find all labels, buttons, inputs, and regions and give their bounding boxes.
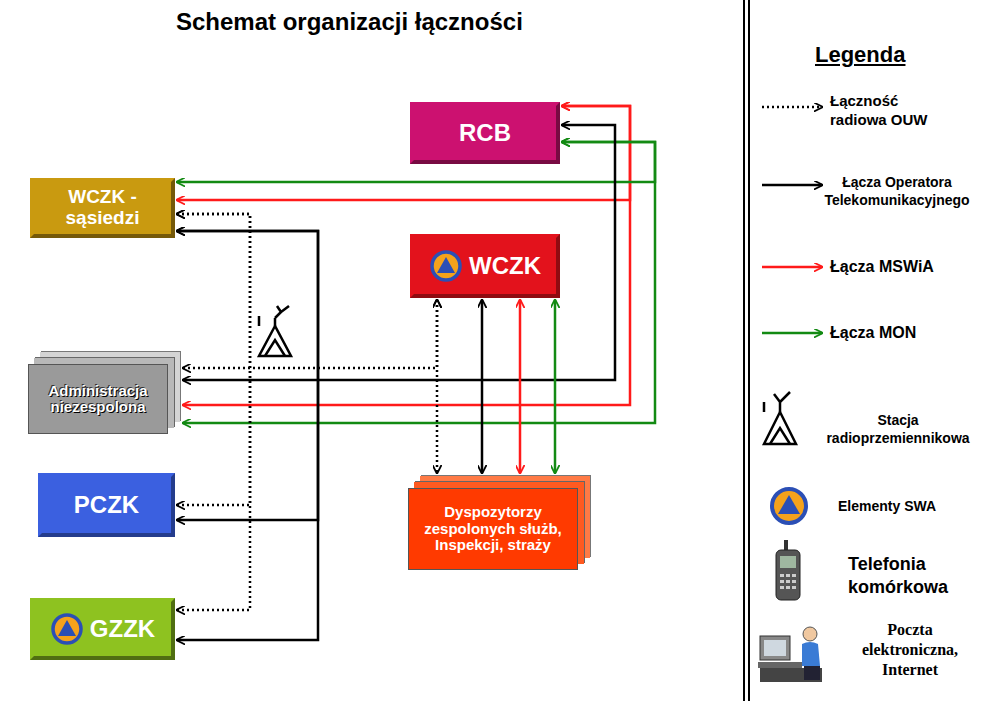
legend-text: Elementy SWA [838, 498, 978, 516]
box-label: GZZK [90, 616, 155, 642]
legend-line-sample [762, 266, 822, 269]
separator-line [748, 0, 750, 701]
antenna-symbol [259, 306, 291, 356]
legend-text: Łącza Operatora Telekomunikacyjnego [812, 174, 982, 209]
swa-icon [429, 249, 463, 283]
box-label: RCB [459, 120, 511, 146]
link-connector [177, 231, 318, 520]
administration-box: Administracja niezespolona [28, 364, 168, 434]
neighbour-box: WCZK -sąsiedzi [30, 178, 175, 238]
dispatcher-box: Dyspozytorzy zespolonych służb, Inspekcj… [408, 488, 578, 570]
antenna-symbol [764, 392, 796, 444]
legend-line-sample [762, 106, 822, 109]
legend-text: Stacja radioprzemiennikowa [818, 412, 978, 447]
legend-line-sample [762, 184, 822, 187]
computer-icon [758, 627, 822, 682]
link-connector [177, 214, 250, 610]
link-connector [177, 214, 250, 505]
link-connector [519, 300, 522, 473]
rcb-box: RCB [410, 102, 560, 164]
phone-icon [776, 540, 800, 600]
legend-text: Łącza MSWiA [830, 257, 980, 277]
legend-text: Łączność radiowa OUW [830, 92, 940, 130]
wczk-box: WCZK [410, 234, 560, 298]
box-label: WCZK [469, 253, 541, 279]
gzzk-box: GZZK [30, 598, 175, 660]
link-connector [177, 106, 630, 200]
diagram-title: Schemat organizacji łączności [176, 8, 523, 36]
link-connector [481, 300, 484, 473]
legend-text: Telefonia komórkowa [848, 553, 958, 598]
legend-text: Poczta elektroniczna, Internet [845, 620, 975, 680]
legend-text: Łącza MON [830, 323, 980, 343]
legend-line-sample [762, 332, 822, 335]
legend-heading: Legenda [815, 42, 905, 68]
separator-line [743, 0, 745, 701]
box-label: PCZK [74, 492, 139, 518]
link-connector [436, 300, 439, 473]
link-connector [183, 106, 630, 405]
box-label: WCZK -sąsiedzi [48, 187, 158, 229]
box-label: Dyspozytorzy zespolonych służb, Inspekcj… [418, 504, 568, 554]
pczk-box: PCZK [38, 473, 175, 537]
swa-icon [50, 612, 84, 646]
swa-icon [772, 489, 806, 523]
box-label: Administracja niezespolona [29, 383, 167, 416]
link-connector [183, 300, 437, 368]
link-connector [177, 231, 318, 640]
link-connector [554, 300, 557, 473]
